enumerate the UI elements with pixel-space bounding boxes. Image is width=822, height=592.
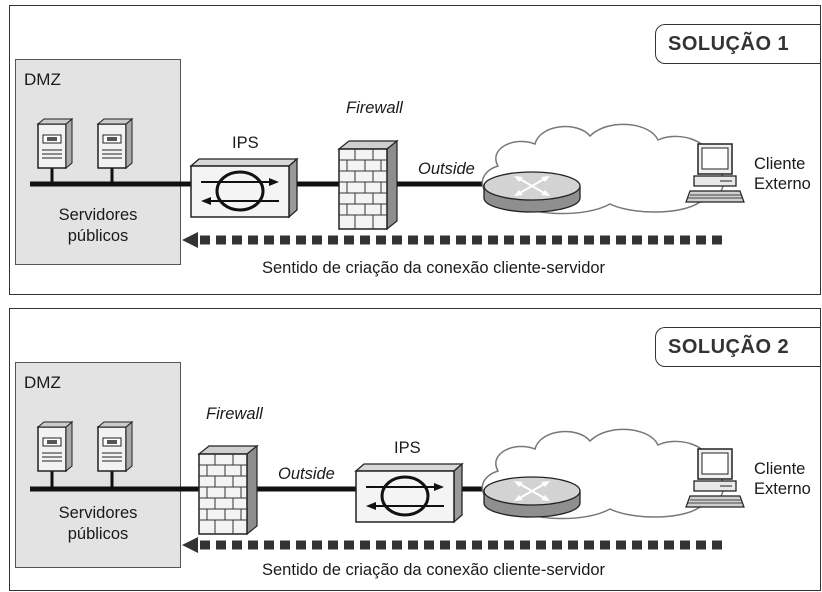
solution-2-network-drawing bbox=[30, 420, 745, 553]
router-icon bbox=[483, 476, 581, 518]
public-servers-label: Servidores públicos bbox=[15, 205, 181, 247]
firewall-label: Firewall bbox=[206, 405, 263, 423]
client-computer-icon bbox=[685, 448, 745, 508]
client-label: Cliente Externo bbox=[754, 459, 811, 499]
client-label: Cliente Externo bbox=[754, 154, 811, 194]
direction-arrow-head bbox=[182, 537, 198, 553]
outside-label: Outside bbox=[278, 465, 335, 483]
public-servers-label: Servidores públicos bbox=[15, 503, 181, 545]
direction-arrow-head bbox=[182, 232, 198, 248]
servers-label-line1: Servidores bbox=[58, 504, 138, 522]
server-icon bbox=[36, 117, 74, 182]
ips-device-icon bbox=[354, 462, 464, 524]
solution-1-panel: SOLUÇÃO 1 DMZ bbox=[9, 5, 821, 295]
servers-label-line2: públicos bbox=[67, 227, 129, 245]
client-label-line2: Externo bbox=[754, 175, 811, 193]
client-label-line1: Cliente bbox=[754, 155, 806, 173]
servers-label-line2: públicos bbox=[67, 525, 129, 543]
dmz-label: DMZ bbox=[24, 70, 61, 89]
server-icon bbox=[96, 117, 134, 182]
solution-1-title: SOLUÇÃO 1 bbox=[655, 24, 820, 64]
ips-label: IPS bbox=[232, 134, 259, 152]
direction-label: Sentido de criação da conexão cliente-se… bbox=[262, 259, 606, 277]
solution-2-panel: SOLUÇÃO 2 DMZ bbox=[9, 308, 821, 591]
direction-label: Sentido de criação da conexão cliente-se… bbox=[262, 561, 606, 579]
firewall-label: Firewall bbox=[346, 99, 403, 117]
firewall-icon bbox=[337, 139, 399, 231]
server-icon bbox=[36, 420, 74, 487]
dmz-label: DMZ bbox=[24, 373, 61, 392]
firewall-icon bbox=[197, 444, 259, 536]
client-computer-icon bbox=[685, 143, 745, 203]
servers-label-line1: Servidores bbox=[58, 206, 138, 224]
client-label-line1: Cliente bbox=[754, 460, 806, 478]
server-icon bbox=[96, 420, 134, 487]
solution-2-title: SOLUÇÃO 2 bbox=[655, 327, 820, 367]
ips-label: IPS bbox=[394, 439, 421, 457]
ips-device-icon bbox=[189, 157, 299, 219]
solution-1-network-drawing bbox=[30, 117, 745, 248]
outside-label: Outside bbox=[418, 160, 475, 178]
router-icon bbox=[483, 171, 581, 213]
client-label-line2: Externo bbox=[754, 480, 811, 498]
